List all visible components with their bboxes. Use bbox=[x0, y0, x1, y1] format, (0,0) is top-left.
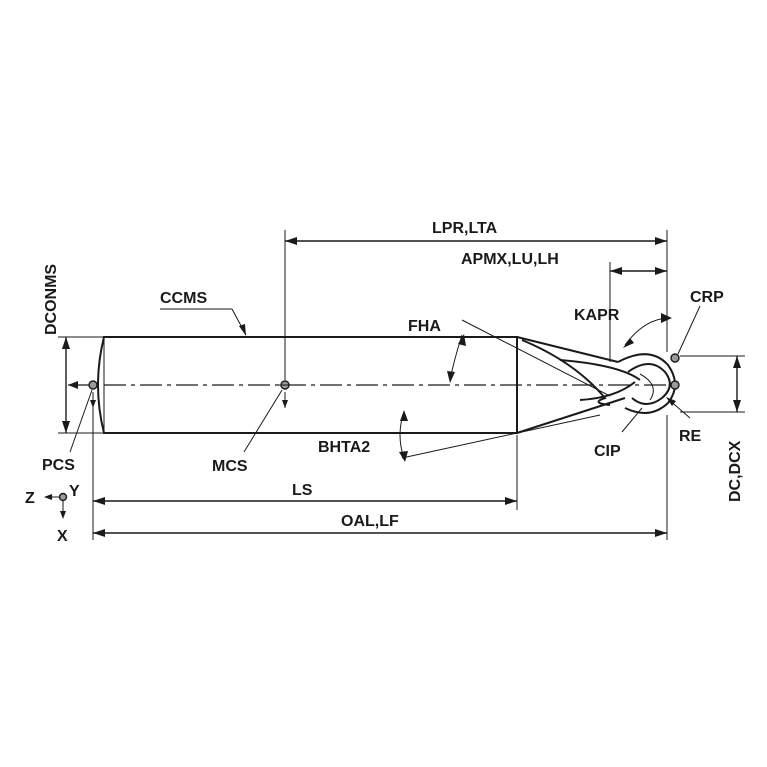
ccms-callout: CCMS bbox=[160, 290, 247, 336]
kapr-label: KAPR bbox=[574, 307, 620, 324]
axis-x-label: X bbox=[57, 528, 68, 545]
dc-dcx-dimension: DC,DCX bbox=[680, 355, 745, 502]
axis-z-label: Z bbox=[25, 490, 35, 507]
dconms-label: DCONMS bbox=[43, 264, 60, 335]
lpr-lta-dimension: LPR,LTA bbox=[284, 220, 668, 380]
oal-lf-label: OAL,LF bbox=[341, 513, 399, 530]
apmx-dimension: APMX,LU,LH bbox=[461, 251, 667, 362]
lpr-lta-label: LPR,LTA bbox=[432, 220, 498, 237]
axis-y-label: Y bbox=[69, 483, 80, 500]
coordinate-axis-triad: Z Y X bbox=[25, 483, 80, 545]
pcs-point bbox=[88, 380, 98, 390]
dc-dcx-label: DC,DCX bbox=[727, 440, 744, 502]
ball-nose-head bbox=[617, 353, 676, 414]
ccms-label: CCMS bbox=[160, 290, 207, 307]
axis-origin bbox=[58, 492, 68, 502]
dconms-dimension: DCONMS bbox=[43, 264, 104, 434]
re-callout: RE bbox=[666, 397, 702, 445]
tool-neck-and-flutes bbox=[516, 336, 641, 434]
cip-callout: CIP bbox=[594, 407, 643, 460]
tip-point bbox=[670, 380, 680, 390]
oal-lf-dimension: OAL,LF bbox=[93, 415, 668, 540]
apmx-lu-lh-label: APMX,LU,LH bbox=[461, 251, 559, 268]
crp-point bbox=[670, 353, 680, 363]
fha-label: FHA bbox=[408, 318, 441, 335]
bhta2-label: BHTA2 bbox=[318, 439, 370, 456]
mcs-label: MCS bbox=[212, 458, 248, 475]
kapr-callout: KAPR bbox=[574, 307, 672, 352]
ls-dimension: LS bbox=[92, 400, 518, 540]
re-label: RE bbox=[679, 428, 702, 445]
ls-label: LS bbox=[292, 482, 313, 499]
crp-label: CRP bbox=[690, 289, 724, 306]
pcs-label: PCS bbox=[42, 457, 75, 474]
mcs-callout: MCS bbox=[212, 389, 283, 475]
bhta2-callout: BHTA2 bbox=[318, 410, 601, 462]
cip-label: CIP bbox=[594, 443, 621, 460]
crp-callout: CRP bbox=[677, 289, 724, 355]
pcs-callout: PCS bbox=[42, 389, 93, 474]
fha-callout: FHA bbox=[408, 318, 611, 397]
